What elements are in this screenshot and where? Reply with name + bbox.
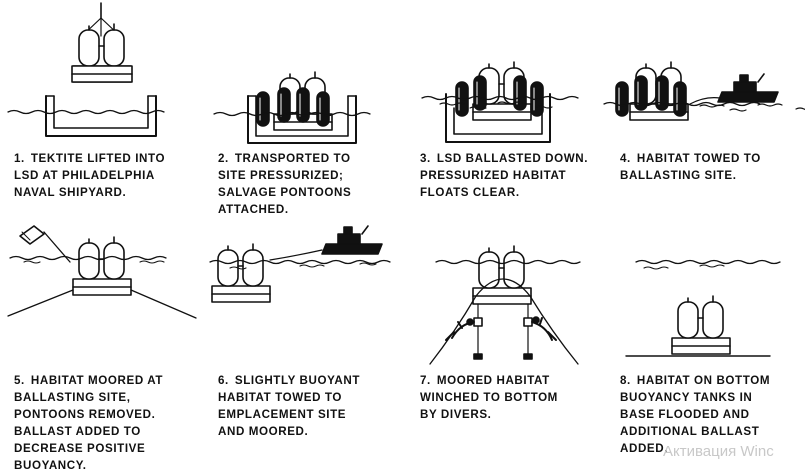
panel-4-illustration	[603, 61, 805, 121]
step-1-number: 1.	[14, 152, 25, 165]
panel-5-illustration	[7, 225, 197, 319]
step-4-number: 4.	[620, 152, 631, 165]
panel-2-illustration	[213, 71, 371, 144]
step-5-text: HABITAT MOORED AT BALLASTING SITE, PONTO…	[14, 374, 164, 472]
step-3-text: LSD BALLASTED DOWN. PRESSURIZED HABITAT …	[420, 152, 589, 199]
step-6-caption: 6.SLIGHTLY BUOYANT HABITAT TOWED TO EMPL…	[218, 372, 360, 440]
step-8-number: 8.	[620, 374, 631, 387]
panel-8-illustration	[625, 259, 781, 357]
panel-3-illustration	[421, 61, 579, 143]
step-5-number: 5.	[14, 374, 25, 387]
step-4-text: HABITAT TOWED TO BALLASTING SITE.	[620, 152, 761, 182]
step-7-text: MOORED HABITAT WINCHED TO BOTTOM BY DIVE…	[420, 374, 558, 421]
step-1-caption: 1.TEKTITE LIFTED INTO LSD AT PHILADELPHI…	[14, 150, 165, 201]
step-3-caption: 3.LSD BALLASTED DOWN. PRESSURIZED HABITA…	[420, 150, 588, 201]
step-6-text: SLIGHTLY BUOYANT HABITAT TOWED TO EMPLAC…	[218, 374, 361, 438]
step-8-text: HABITAT ON BOTTOM BUOYANCY TANKS IN BASE…	[620, 374, 771, 455]
activation-watermark: Активация Winc	[663, 443, 774, 460]
panel-1-illustration	[7, 2, 165, 137]
step-2-number: 2.	[218, 152, 229, 165]
step-2-caption: 2.TRANSPORTED TO SITE PRESSURIZED; SALVA…	[218, 150, 351, 218]
step-8-caption: 8.HABITAT ON BOTTOM BUOYANCY TANKS IN BA…	[620, 372, 770, 457]
panel-7-illustration	[429, 245, 581, 365]
step-2-text: TRANSPORTED TO SITE PRESSURIZED; SALVAGE…	[218, 152, 352, 216]
step-7-number: 7.	[420, 374, 431, 387]
step-4-caption: 4.HABITAT TOWED TO BALLASTING SITE.	[620, 150, 761, 184]
step-6-number: 6.	[218, 374, 229, 387]
panel-6-illustration	[209, 225, 391, 303]
step-1-text: TEKTITE LIFTED INTO LSD AT PHILADELPHIA …	[14, 152, 166, 199]
step-5-caption: 5.HABITAT MOORED AT BALLASTING SITE, PON…	[14, 372, 163, 474]
step-3-number: 3.	[420, 152, 431, 165]
step-7-caption: 7.MOORED HABITAT WINCHED TO BOTTOM BY DI…	[420, 372, 558, 423]
